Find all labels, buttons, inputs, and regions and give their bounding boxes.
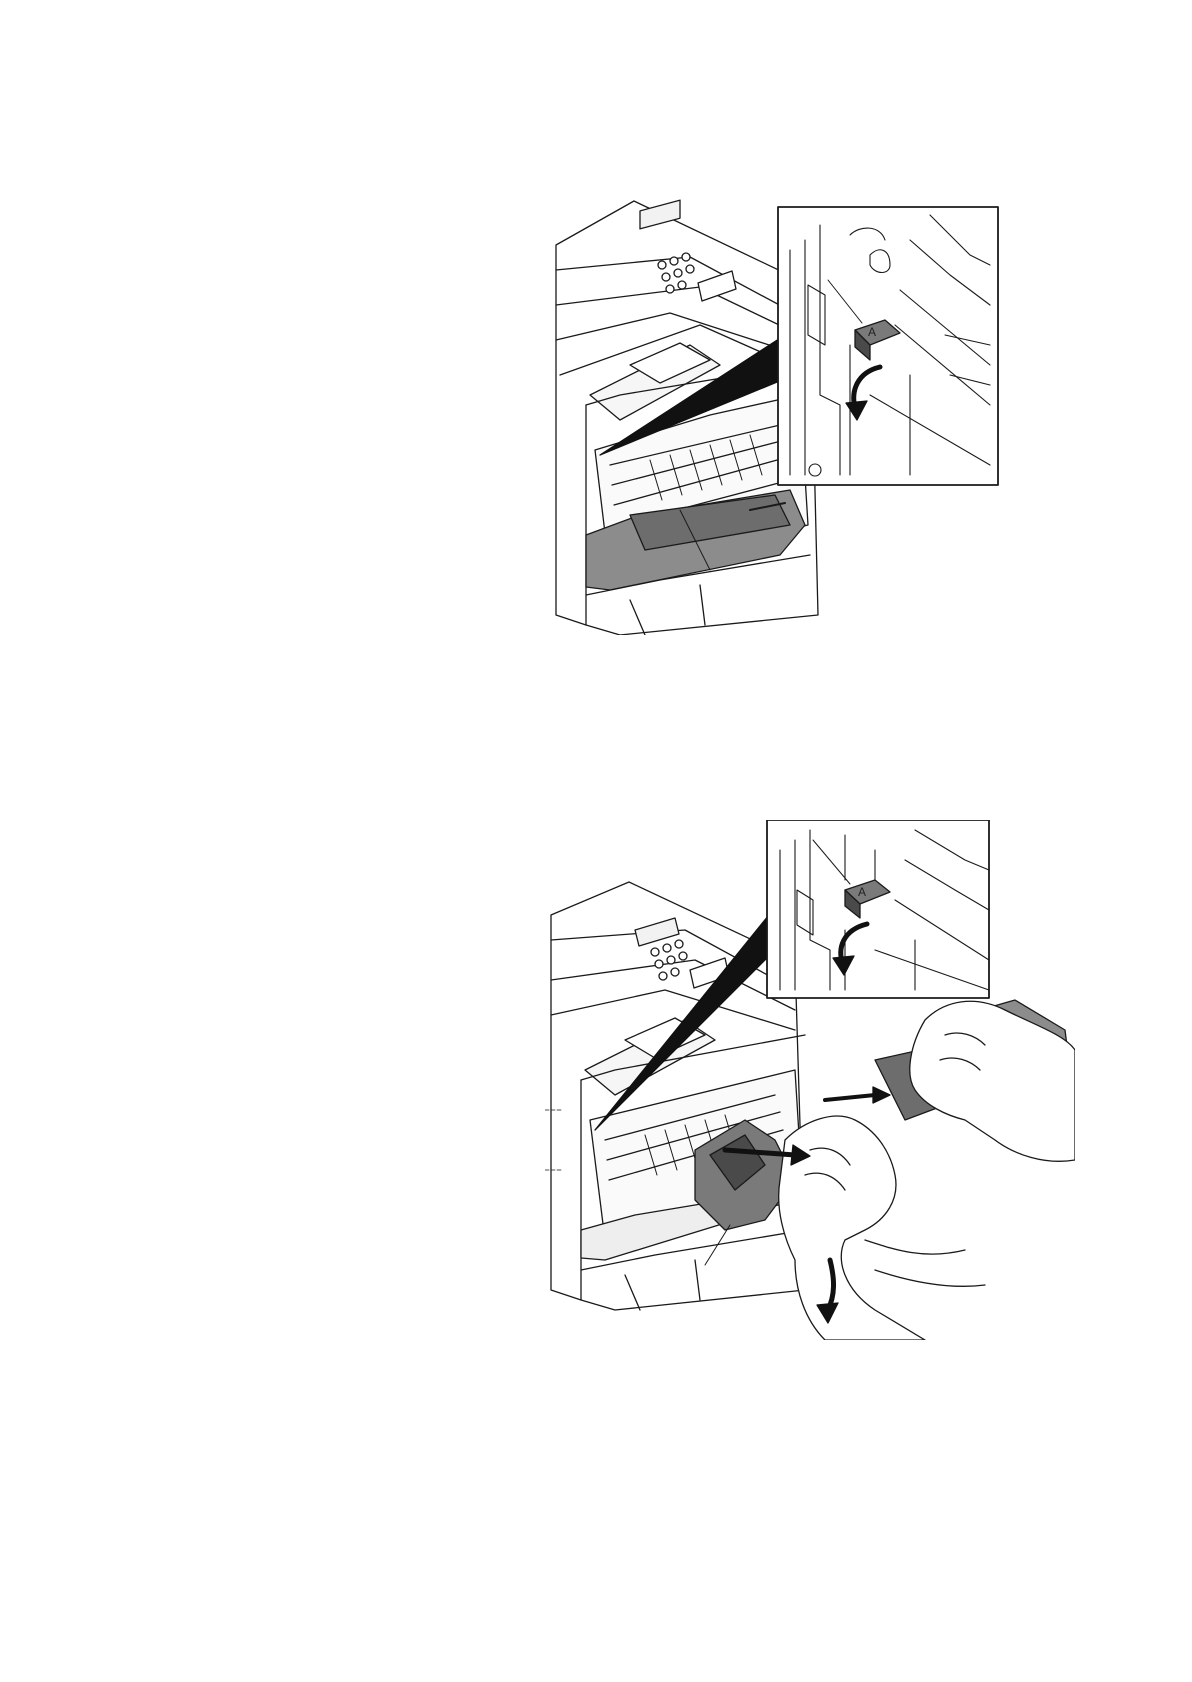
inset-lever-letter-1: A xyxy=(868,325,876,339)
inset-lever-letter-2: A xyxy=(858,885,866,899)
printer-figure-2: A xyxy=(545,820,1075,1340)
printer-illustration-2: A xyxy=(545,820,1075,1340)
printer-figure-1: A xyxy=(550,195,1070,635)
printer-illustration-1: A xyxy=(550,195,1070,635)
